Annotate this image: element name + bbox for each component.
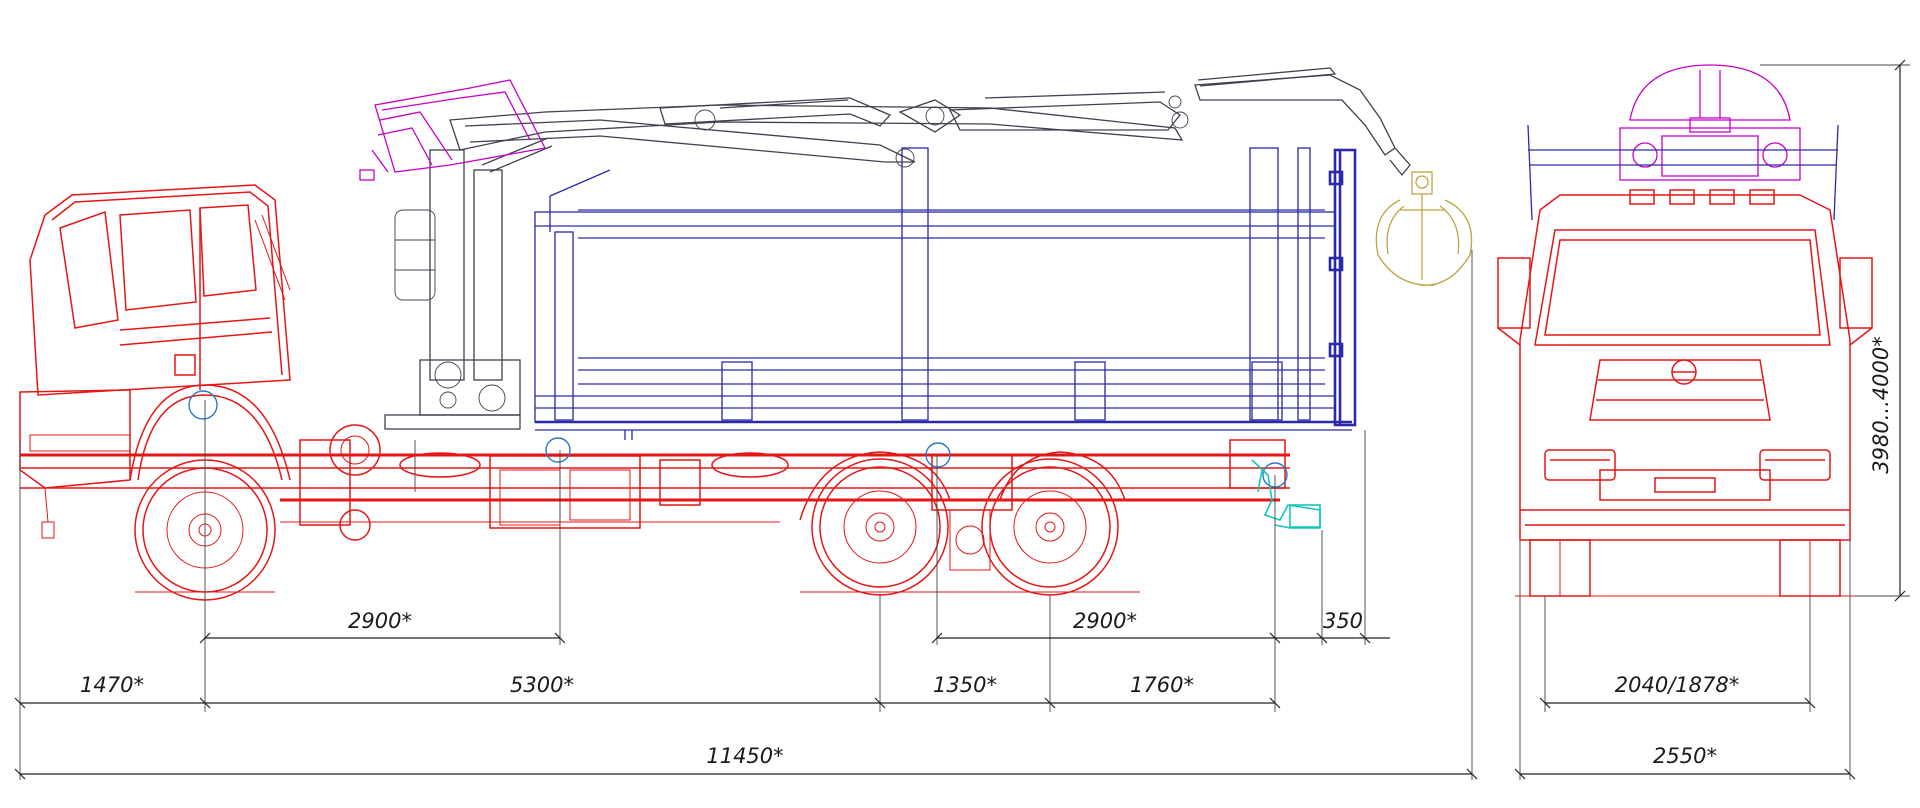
timber-body <box>534 147 1357 440</box>
truck-cab-and-chassis <box>19 184 1290 571</box>
dim-track-width: 2040/1878* <box>1615 673 1739 697</box>
dim-rear-axle-to-hitch: 2900* <box>1073 609 1137 633</box>
dim-rear-axle-spacing: 1350* <box>933 673 997 697</box>
dimension-labels: 2900* 2900* 350 1470* 5300* 1350* 1760* … <box>80 336 1893 768</box>
front-view-crane <box>1619 64 1801 181</box>
dim-rear-overhang: 1760* <box>1130 673 1194 697</box>
dim-hitch-overhang: 350 <box>1323 609 1363 633</box>
dim-crane-to-front-axle: 2900* <box>348 609 412 633</box>
dim-front-overhang: 1470* <box>80 673 144 697</box>
dim-overall-width: 2550* <box>1653 744 1717 768</box>
crane-rest-position <box>359 79 546 181</box>
dimension-lines <box>14 59 1910 780</box>
dim-wheelbase: 5300* <box>510 673 574 697</box>
front-view <box>1497 64 1873 597</box>
tow-hitch <box>1251 459 1321 529</box>
loader-crane <box>384 67 1411 492</box>
grapple <box>1375 171 1473 286</box>
reference-markers <box>188 390 1288 488</box>
dim-overall-height: 3980...4000* <box>1869 336 1893 473</box>
dim-overall-length: 11450* <box>706 744 783 768</box>
